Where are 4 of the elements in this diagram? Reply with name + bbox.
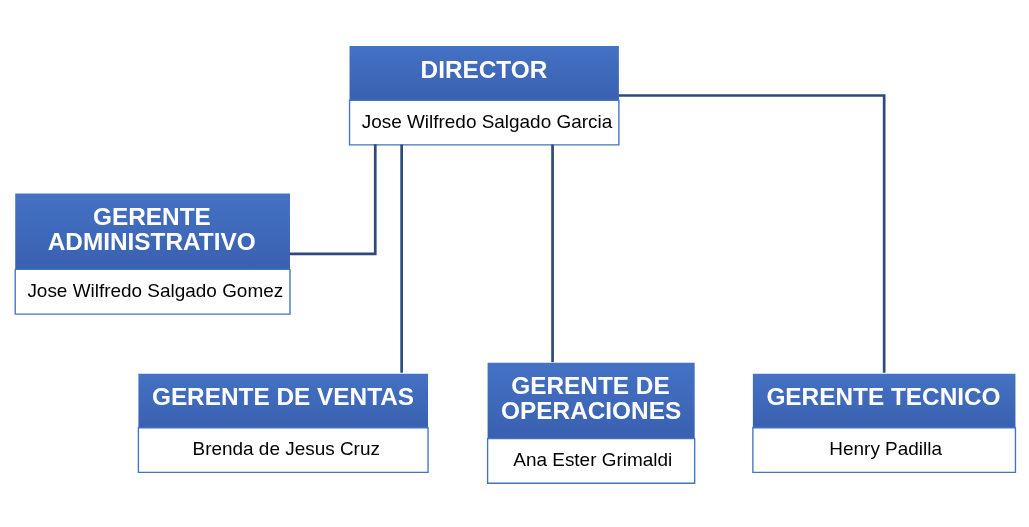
connector bbox=[399, 144, 403, 373]
connector bbox=[618, 93, 885, 373]
connector bbox=[550, 144, 554, 362]
connector bbox=[289, 143, 377, 255]
